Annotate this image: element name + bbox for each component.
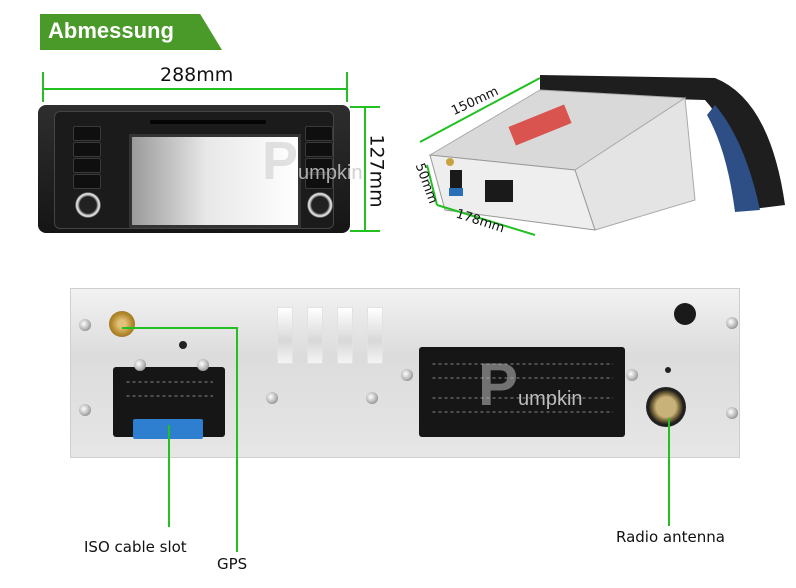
main-connector-block: [419, 347, 625, 437]
bezel-blue-strip: [707, 105, 760, 212]
front-button: [305, 158, 333, 173]
height-label: 127mm: [365, 134, 388, 208]
iso-connector: [450, 170, 462, 190]
screw: [79, 404, 91, 416]
front-bezel-curve: [540, 75, 785, 210]
gps-callout-line: [236, 327, 238, 552]
screw: [401, 369, 413, 381]
gps-callout-horizontal: [122, 327, 238, 329]
screw: [726, 317, 738, 329]
iso-blue-clip: [449, 188, 463, 196]
watermark-initial: P: [478, 351, 519, 418]
screw: [266, 392, 278, 404]
small-hole: [665, 367, 671, 373]
vent-slot: [337, 307, 353, 364]
head-unit-side-view: [419, 75, 785, 236]
front-button: [73, 158, 101, 173]
iso-cable-slot-label: ISO cable slot: [84, 538, 187, 556]
watermark-initial: P: [262, 131, 299, 191]
radio-antenna-label: Radio antenna: [616, 528, 725, 546]
vent-slot: [367, 307, 383, 364]
screw: [366, 392, 378, 404]
height-tick-top: [350, 106, 380, 108]
left-knob: [75, 192, 101, 218]
display-screen: [129, 134, 301, 228]
iso-callout-line: [168, 425, 170, 527]
front-button: [73, 126, 101, 141]
screw: [726, 407, 738, 419]
pin-row: [431, 397, 613, 399]
side-height-line: [426, 164, 438, 206]
screw: [626, 369, 638, 381]
chassis-sticker: [508, 104, 572, 146]
round-plug: [674, 303, 696, 325]
radio-antenna-port: [646, 387, 686, 427]
watermark-text: umpkin: [298, 162, 363, 184]
height-tick-bottom: [350, 230, 380, 232]
section-title: Abmessung: [48, 18, 174, 43]
front-button: [73, 174, 101, 189]
front-button: [305, 126, 333, 141]
watermark-logo-panel: Pumpkin: [478, 350, 583, 419]
hole: [179, 341, 187, 349]
rear-panel: [70, 288, 740, 458]
gps-label: GPS: [217, 555, 248, 573]
vent-slot: [307, 307, 323, 364]
gps-antenna-connector: [109, 311, 135, 337]
height-dimension-line: [364, 106, 366, 232]
width-tick-left: [42, 72, 44, 102]
disc-slot: [150, 120, 266, 124]
watermark-logo: Pumpkin: [262, 130, 363, 192]
pin-row: [431, 411, 613, 413]
vent-slot: [277, 307, 293, 364]
screw: [134, 359, 146, 371]
pin-row: [431, 363, 613, 365]
depth-bottom-line: [436, 204, 536, 236]
gps-connector: [446, 158, 454, 166]
front-button: [305, 174, 333, 189]
pin-row: [125, 381, 213, 383]
screw: [197, 359, 209, 371]
section-banner: Abmessung: [40, 14, 222, 50]
pin-row: [431, 377, 613, 379]
front-button: [305, 142, 333, 157]
head-unit-front: [38, 105, 350, 233]
watermark-text: umpkin: [518, 388, 583, 410]
width-tick-right: [346, 72, 348, 102]
width-dimension-line: [42, 88, 348, 90]
front-button: [73, 142, 101, 157]
depth-top-line: [419, 77, 541, 143]
back-connector: [485, 180, 513, 202]
right-knob: [307, 192, 333, 218]
front-bezel: [54, 111, 334, 229]
width-label: 288mm: [160, 64, 234, 86]
screw: [79, 319, 91, 331]
pin-row: [125, 395, 213, 397]
radio-callout-line: [668, 418, 670, 526]
